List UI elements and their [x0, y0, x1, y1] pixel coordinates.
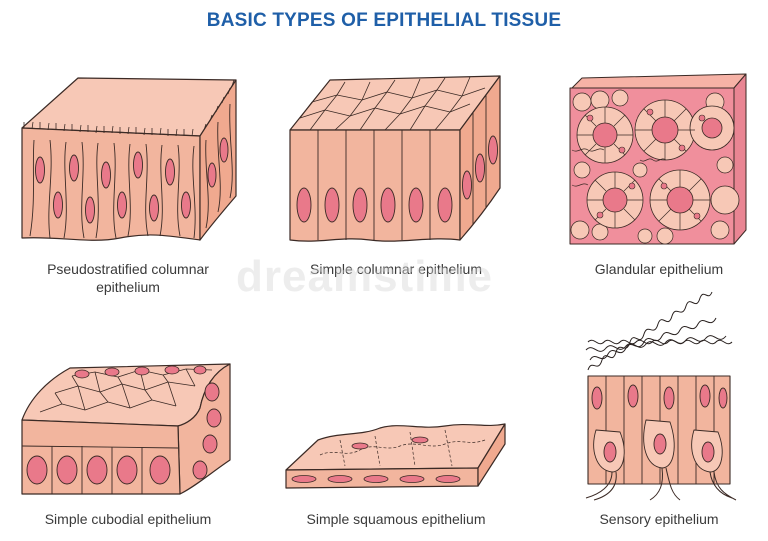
pseudostratified-illustration [21, 77, 237, 241]
caption-pseudostratified: Pseudostratified columnar epithelium [20, 260, 236, 296]
simple-columnar-illustration [289, 75, 501, 242]
caption-simple-cuboidal: Simple cubodial epithelium [44, 511, 212, 527]
caption-pseudostratified-line1: Pseudostratified columnar [47, 261, 209, 277]
sensory-illustration [585, 291, 737, 501]
caption-simple-squamous: Simple squamous epithelium [306, 511, 486, 527]
caption-pseudostratified-line2: epithelium [96, 279, 160, 295]
simple-cuboidal-illustration [21, 363, 231, 495]
caption-sensory: Sensory epithelium [599, 511, 719, 527]
simple-squamous-illustration [285, 423, 506, 489]
caption-glandular: Glandular epithelium [594, 261, 724, 277]
glandular-illustration [569, 73, 747, 245]
page-title: BASIC TYPES OF EPITHELIAL TISSUE [206, 10, 562, 31]
caption-simple-columnar: Simple columnar epithelium [310, 261, 482, 277]
